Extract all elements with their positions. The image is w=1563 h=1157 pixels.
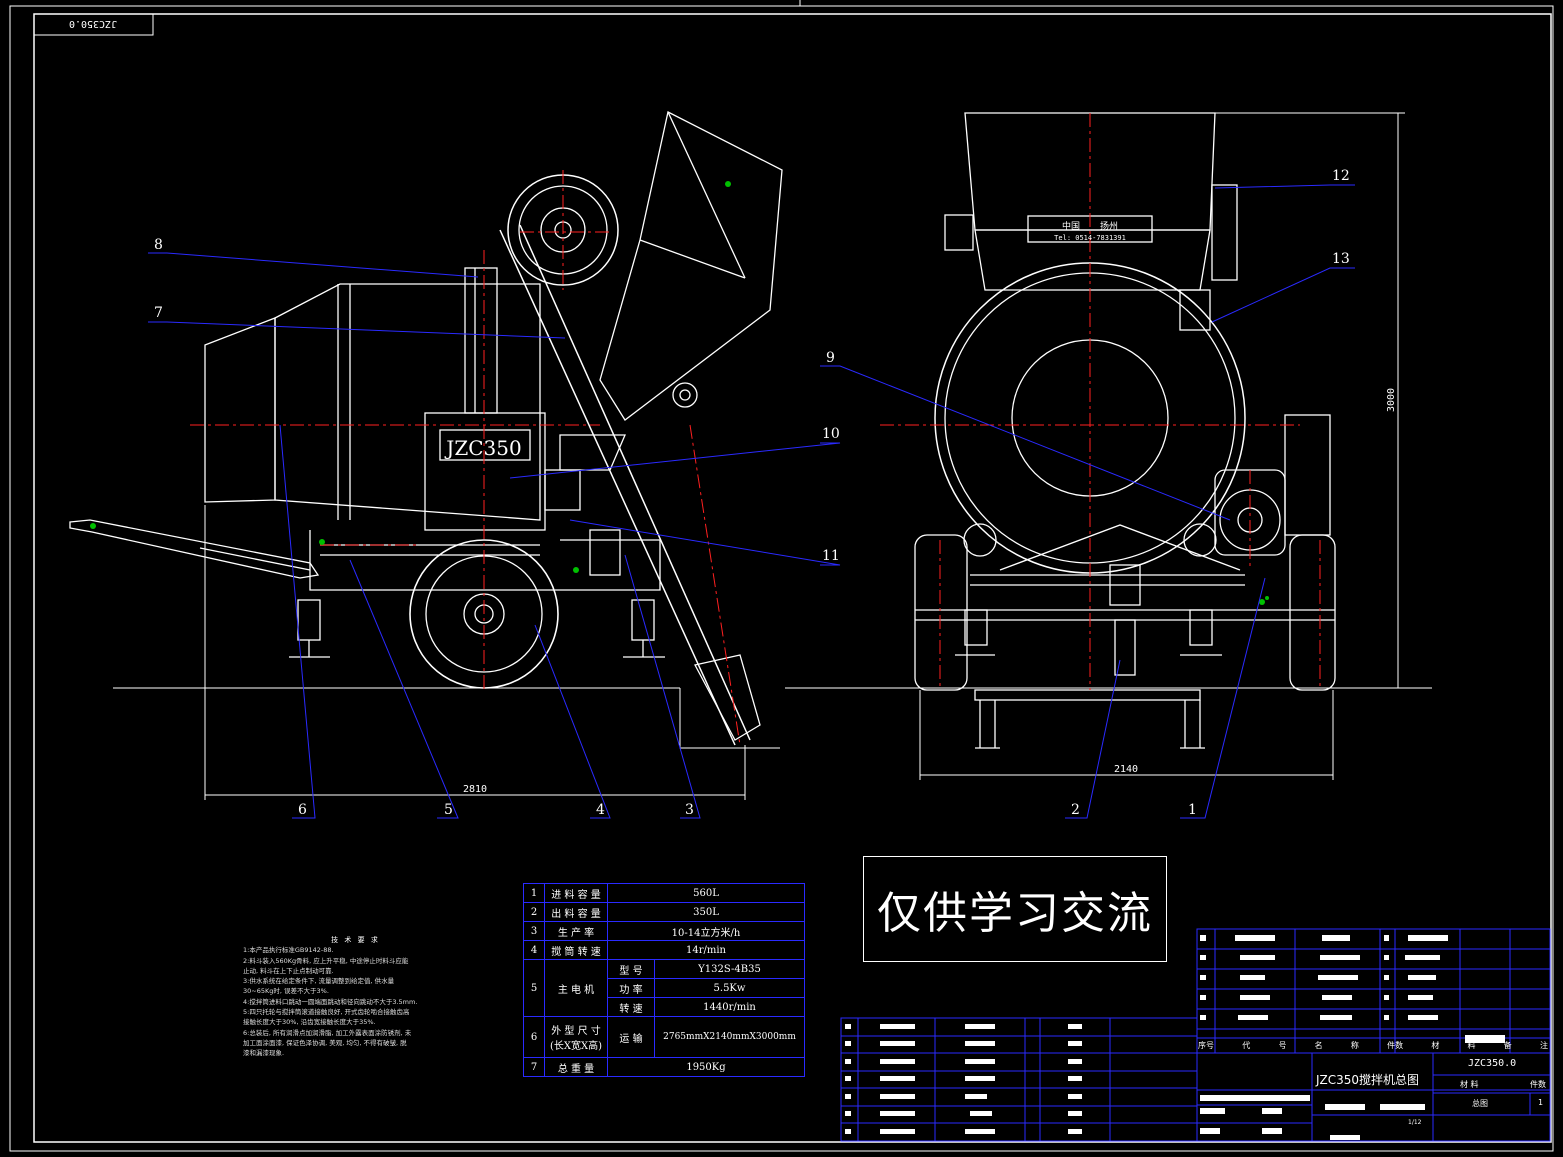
tech-note-line: 5:四只托轮与搅拌筒滚道接触良好, 开式齿轮啮合接触齿高 <box>243 1008 410 1017</box>
nameplate-country: 中国 <box>1062 220 1080 232</box>
callout-3: 3 <box>685 802 694 818</box>
dimension-length <box>204 505 746 800</box>
side-centerlines <box>190 170 741 746</box>
spec-name-line: 外 型 尺 寸 <box>551 1026 601 1037</box>
material-label: 材 料 <box>1460 1080 1479 1089</box>
callout-10: 10 <box>822 426 840 442</box>
header-cell: 料 <box>1467 1041 1476 1050</box>
callout-1: 1 <box>1188 802 1197 818</box>
header-cell: 备 <box>1503 1041 1512 1050</box>
front-green-marks <box>1259 596 1269 605</box>
callout-13: 13 <box>1332 251 1350 267</box>
header-cell: 代 <box>1242 1041 1251 1050</box>
sheet-number: 1/12 <box>1408 1119 1422 1126</box>
spec-row: 3 生 产 率 10-14立方米/h <box>523 921 805 941</box>
front-wheel-left <box>914 534 968 691</box>
header-cell: 序号 <box>1198 1041 1214 1050</box>
jack-right <box>623 599 665 658</box>
front-centerlines <box>880 113 1321 690</box>
dimension-height-value: 3000 <box>1386 388 1397 412</box>
hopper-rail <box>499 229 736 746</box>
inner-border <box>33 13 1552 1143</box>
spec-name: 总 重 量 <box>544 1057 608 1077</box>
count-label: 件数 <box>1530 1080 1546 1089</box>
tech-note-line: 止动, 料斗在上下止点制动可靠. <box>243 966 334 975</box>
callout-2: 2 <box>1071 802 1080 818</box>
spec-name-line: (长X宽X高) <box>549 1041 603 1052</box>
dimension-width-value: 2140 <box>1114 764 1138 775</box>
spec-sub-value: 2765mmX2140mmX3000mm <box>654 1016 805 1058</box>
obscured-text-marks <box>845 935 1505 1140</box>
technical-requirements: 技 术 要 求 1:本产品执行标准GB9142-88. 2:料斗装入560Kg骨… <box>243 935 468 1059</box>
tech-note-line: 2:料斗装入560Kg骨料, 应上升平稳, 中途停止时料斗应能 <box>243 956 409 965</box>
technical-requirements-title: 技 术 要 求 <box>331 936 380 944</box>
drawing-title: JZC350搅拌机总图 <box>1316 1073 1420 1087</box>
tech-note-line: 30~65Kg时, 误差不大于3%. <box>243 987 329 996</box>
dimension-height <box>1215 112 1405 689</box>
front-view <box>914 112 1336 749</box>
tech-note-line: 4:搅拌筒进料口跳动一圆端面跳动和径向跳动不大于3.5mm. <box>243 997 418 1006</box>
drawing-number-tag-box <box>33 13 154 36</box>
outer-border <box>9 5 1554 1152</box>
drum-body <box>274 283 541 521</box>
model-plate <box>439 429 531 461</box>
tech-note-line: 接触长度大于30%, 沿齿宽接触长度大于35%. <box>243 1018 376 1027</box>
drawing-number-tag: JZC350.0 <box>69 18 117 29</box>
header-cell: 号 <box>1278 1041 1287 1050</box>
callout-12: 12 <box>1332 168 1350 184</box>
watermark-text: 仅供学习交流 <box>877 888 1153 939</box>
jack-left <box>289 599 330 658</box>
spec-row: 2 出 料 容 量 350L <box>523 902 805 922</box>
tech-note-line: 3:供水系统在给定条件下, 流量调整到给定值, 供水量 <box>243 977 395 986</box>
assembly-count: 1 <box>1538 1098 1544 1107</box>
spec-name: 外 型 尺 寸 (长X宽X高) <box>544 1016 608 1058</box>
leader-lines <box>148 184 1355 819</box>
callout-5: 5 <box>444 802 453 818</box>
specification-table: 1 进 料 容 量 560L 2 出 料 容 量 350L 3 生 产 率 10… <box>523 883 805 1077</box>
header-cell: 注 <box>1539 1041 1548 1050</box>
spec-value: 1950Kg <box>607 1057 805 1077</box>
tech-note-line: 漆和漏漆现象. <box>243 1049 285 1058</box>
side-green-marks <box>90 181 731 573</box>
header-cell: 称 <box>1350 1041 1359 1050</box>
dimension-width <box>919 690 1334 780</box>
machine-plate-text: JZC350 <box>444 436 521 460</box>
spec-row-motor: 转 速 1440r/min <box>524 997 805 1017</box>
callout-4: 4 <box>596 802 605 818</box>
tech-note-line: 6:总装后, 所有润滑点加润滑脂, 加工外露表面涂防锈剂, 未 <box>243 1028 412 1037</box>
dimension-length-value: 2810 <box>463 784 487 795</box>
title-drawing-number: JZC350.0 <box>1468 1058 1517 1069</box>
header-cell: 件数 <box>1387 1041 1404 1050</box>
nameplate-city: 扬州 <box>1100 220 1118 232</box>
assembly-label: 总图 <box>1472 1099 1488 1108</box>
tech-note-line: 1:本产品执行标准GB9142-88. <box>243 946 334 955</box>
callout-6: 6 <box>298 802 307 818</box>
tech-note-line: 加工面涂面漆, 保证色泽协调, 美观, 均匀, 不得有破皱, 脱 <box>243 1038 407 1047</box>
spec-row: 7 总 重 量 1950Kg <box>523 1057 805 1077</box>
callout-9: 9 <box>826 350 835 366</box>
header-cell: 名 <box>1314 1041 1323 1050</box>
header-cell: 材 <box>1431 1041 1440 1050</box>
callout-8: 8 <box>154 237 163 253</box>
callout-11: 11 <box>822 548 840 564</box>
watermark-box: 仅供学习交流 <box>863 856 1167 962</box>
parts-list-header: 序号 代 号 名 称 件数 材 料 备 注 <box>1198 1040 1548 1051</box>
side-view <box>69 111 783 746</box>
front-wheel-right <box>1289 534 1336 691</box>
nameplate-phone: Tel: 0514-7831391 <box>1054 234 1126 242</box>
callout-7: 7 <box>154 305 163 321</box>
spec-row-motor: 5 主 电 机 型 号 Y132S-4B35 <box>523 959 805 1017</box>
